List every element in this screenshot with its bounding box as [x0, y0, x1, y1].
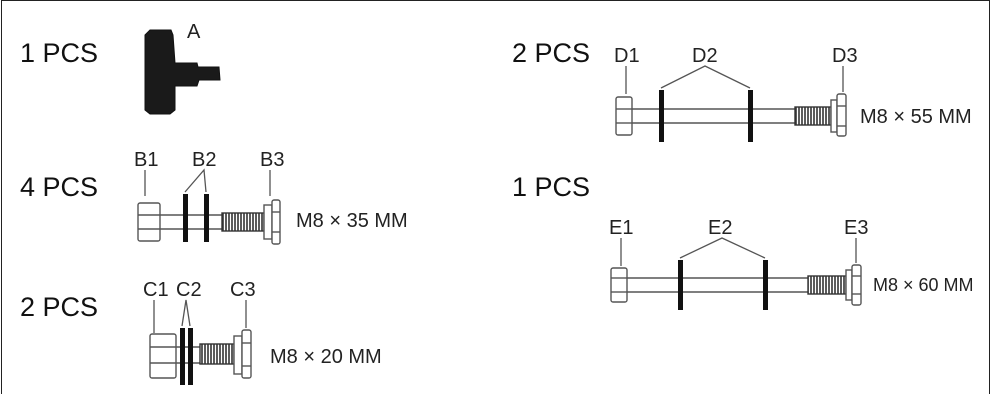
label-d1: D1: [614, 45, 640, 67]
label-d2: D2: [692, 45, 718, 67]
washer-d2-left: [659, 90, 664, 142]
label-c1: C1: [143, 279, 169, 301]
label-c3: C3: [230, 279, 256, 301]
washer-e2-right: [763, 260, 768, 310]
label-b1: B1: [134, 149, 158, 171]
qty-part-b: 4 PCS: [20, 172, 99, 202]
part-b-bolt: [137, 199, 281, 245]
part-e-bolt: [610, 264, 862, 306]
size-c: M8 × 20 MM: [270, 346, 382, 368]
qty-part-e: 1 PCS: [512, 172, 591, 202]
washer-d2-right: [748, 90, 753, 142]
leader-lines-b: [144, 168, 271, 196]
label-e2: E2: [708, 217, 732, 239]
leader-lines-d: [625, 65, 844, 94]
label-e3: E3: [844, 217, 868, 239]
part-d-bolt: [615, 93, 847, 137]
label-a: A: [187, 21, 201, 43]
label-c2: C2: [176, 279, 202, 301]
label-b2: B2: [192, 149, 216, 171]
size-b: M8 × 35 MM: [296, 210, 408, 232]
label-e1: E1: [609, 217, 633, 239]
label-b3: B3: [260, 149, 284, 171]
size-e: M8 × 60 MM: [873, 275, 974, 295]
part-a-block: [144, 29, 221, 115]
leader-lines-c: [153, 299, 247, 333]
washer-c2-left: [180, 328, 185, 385]
washer-e2-left: [678, 260, 683, 310]
qty-part-d: 2 PCS: [512, 38, 591, 68]
washer-b2-left: [183, 194, 188, 242]
part-c-bolt: [149, 329, 252, 379]
washer-c2-right: [188, 328, 193, 385]
washer-b2-right: [204, 194, 209, 242]
size-d: M8 × 55 MM: [860, 106, 972, 128]
label-d3: D3: [832, 45, 858, 67]
qty-part-c: 2 PCS: [20, 292, 99, 322]
qty-part-a: 1 PCS: [20, 38, 99, 68]
leader-lines-e: [620, 237, 857, 266]
